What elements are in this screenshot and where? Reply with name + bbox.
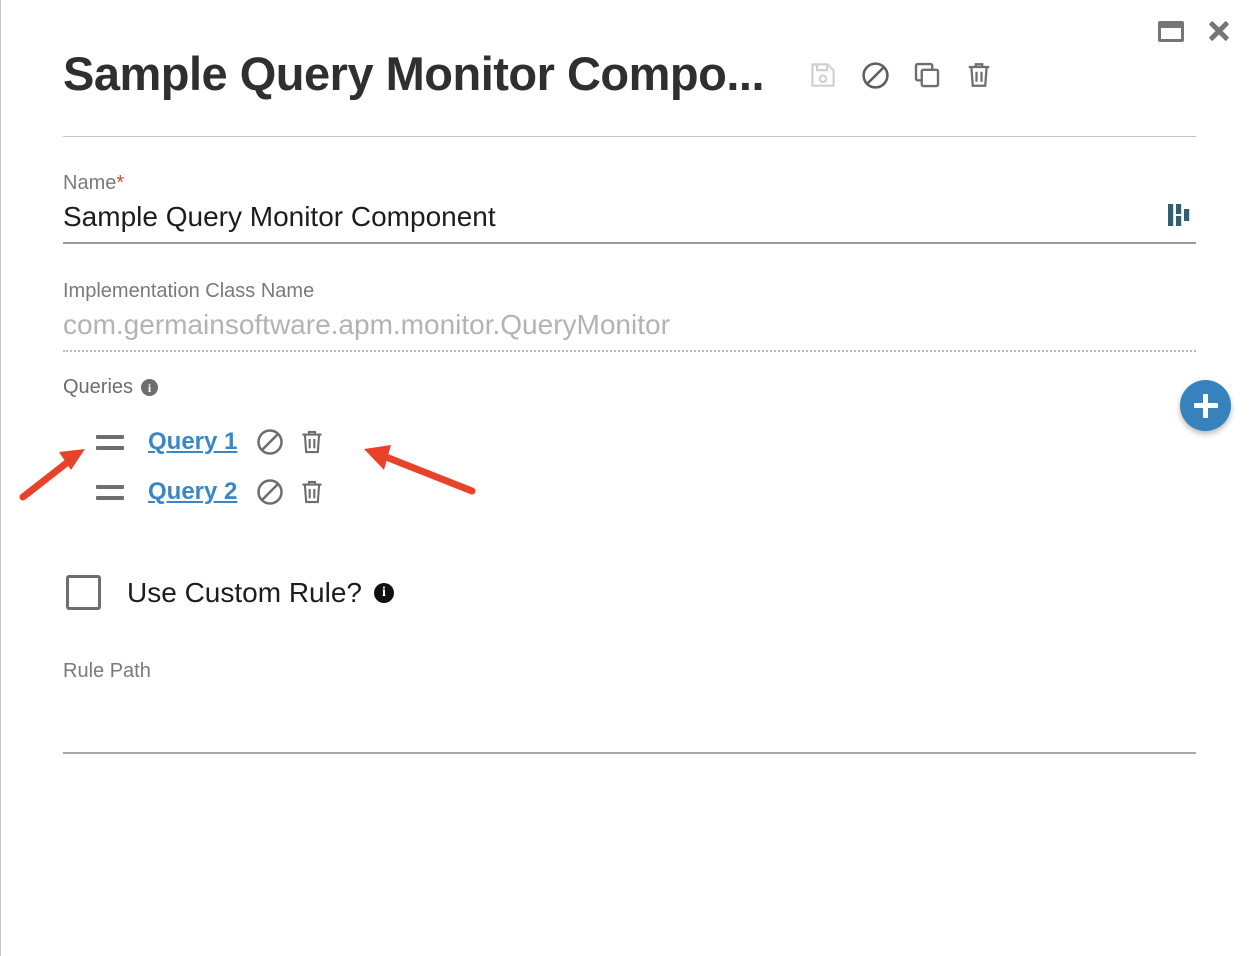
disable-button[interactable] bbox=[249, 421, 291, 463]
save-icon bbox=[811, 63, 835, 87]
drag-handle-icon[interactable] bbox=[96, 482, 128, 502]
duplicate-button[interactable] bbox=[910, 58, 944, 92]
delete-icon bbox=[302, 481, 322, 504]
delete-button[interactable] bbox=[291, 421, 333, 463]
header-actions bbox=[806, 58, 996, 92]
histogram-button[interactable] bbox=[1162, 198, 1196, 232]
drag-handle-icon[interactable] bbox=[96, 432, 128, 452]
disable-button[interactable] bbox=[249, 471, 291, 513]
duplicate-icon bbox=[914, 62, 940, 88]
queries-header: Queries i bbox=[63, 376, 1196, 399]
window-controls bbox=[1156, 16, 1234, 46]
name-input[interactable]: Sample Query Monitor Component bbox=[63, 201, 496, 232]
rule-path-label: Rule Path bbox=[63, 660, 151, 683]
rule-path-field: Rule Path bbox=[63, 658, 1196, 729]
form-body: Name* Sample Query Monitor Component Imp… bbox=[63, 170, 1196, 729]
use-custom-rule-row: Use Custom Rule? i bbox=[63, 575, 1196, 611]
delete-icon bbox=[302, 431, 322, 454]
use-custom-rule-label: Use Custom Rule? bbox=[127, 576, 362, 608]
implementation-class-field: Implementation Class Name com.germainsof… bbox=[63, 278, 1196, 353]
disable-icon bbox=[257, 479, 284, 506]
restore-window-icon bbox=[1158, 20, 1184, 42]
implementation-class-label: Implementation Class Name bbox=[63, 280, 315, 303]
close-button[interactable] bbox=[1204, 16, 1234, 46]
delete-button[interactable] bbox=[962, 58, 996, 92]
page-title: Sample Query Monitor Compo... bbox=[63, 46, 765, 100]
info-icon[interactable]: i bbox=[373, 582, 394, 603]
disable-button[interactable] bbox=[858, 58, 892, 92]
delete-button[interactable] bbox=[291, 471, 333, 513]
use-custom-rule-checkbox[interactable] bbox=[66, 575, 101, 611]
panel-header: Sample Query Monitor Compo... bbox=[63, 38, 1196, 108]
histogram-icon bbox=[1168, 204, 1190, 227]
required-marker: * bbox=[116, 172, 125, 194]
queries-section: Queries i Query 1 bbox=[63, 376, 1196, 517]
implementation-class-underline bbox=[63, 350, 1196, 353]
name-label-text: Name bbox=[63, 172, 117, 194]
list-item: Query 2 bbox=[63, 467, 1196, 517]
save-button[interactable] bbox=[806, 58, 840, 92]
queries-label: Queries bbox=[63, 376, 134, 399]
implementation-class-value: com.germainsoftware.apm.monitor.QueryMon… bbox=[63, 309, 670, 341]
disable-icon bbox=[861, 61, 889, 89]
form-bottom-divider bbox=[63, 752, 1196, 754]
info-icon[interactable]: i bbox=[141, 379, 159, 397]
query-link[interactable]: Query 1 bbox=[148, 428, 238, 456]
delete-icon bbox=[968, 63, 990, 87]
close-icon bbox=[1206, 18, 1232, 44]
restore-window-button[interactable] bbox=[1156, 16, 1186, 46]
list-item: Query 1 bbox=[63, 417, 1196, 467]
name-underline bbox=[63, 242, 1196, 245]
disable-icon bbox=[257, 429, 284, 456]
name-field: Name* Sample Query Monitor Component bbox=[63, 170, 1196, 245]
query-link[interactable]: Query 2 bbox=[148, 478, 238, 506]
name-label: Name* bbox=[63, 170, 1196, 197]
add-query-button[interactable] bbox=[1180, 380, 1231, 431]
header-divider bbox=[63, 136, 1196, 137]
rule-path-input[interactable] bbox=[63, 685, 1196, 729]
